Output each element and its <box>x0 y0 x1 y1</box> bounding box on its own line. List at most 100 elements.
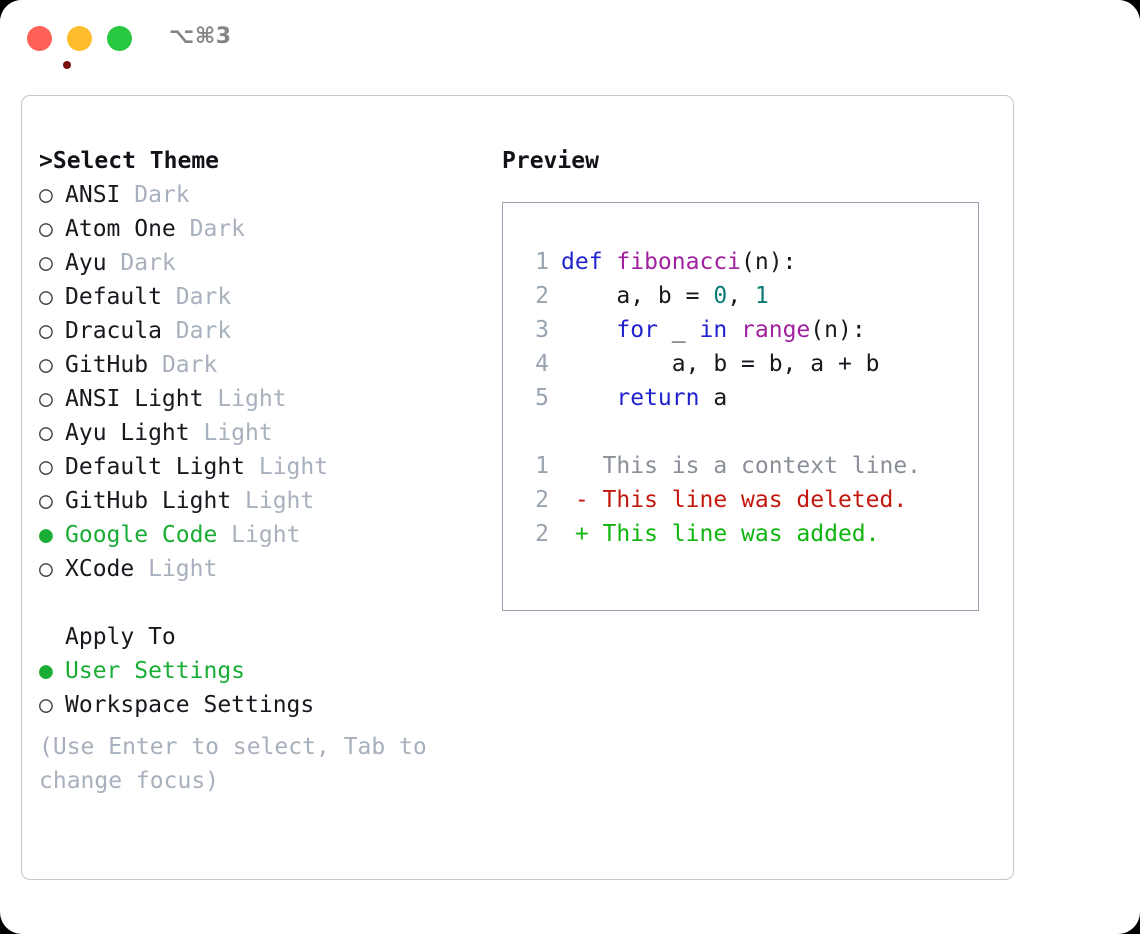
diff-line-text: + This line was added. <box>561 521 880 547</box>
theme-option-ayu-light[interactable]: ○ Ayu Light Light <box>39 416 499 450</box>
theme-variant-badge: Dark <box>161 284 232 310</box>
prompt-caret-icon: > <box>39 148 53 174</box>
diff-line-ctx: 1 This is a context line. <box>519 449 921 483</box>
radio-empty-icon: ○ <box>39 692 53 718</box>
theme-option-label: Google Code <box>65 522 218 548</box>
radio-filled-icon: ● <box>39 522 53 548</box>
radio-filled-icon: ● <box>39 658 53 684</box>
code-line-number: 1 <box>535 453 549 479</box>
code-line-number: 2 <box>535 487 549 513</box>
theme-option-label: Atom One <box>65 216 176 242</box>
theme-option-label: GitHub Light <box>65 488 232 514</box>
apply-to-option-label: Workspace Settings <box>65 692 315 718</box>
theme-variant-badge: Dark <box>148 352 218 378</box>
theme-option-dracula[interactable]: ○ Dracula Dark <box>39 314 499 348</box>
radio-empty-icon: ○ <box>39 352 53 378</box>
code-token: a, b = <box>561 283 714 309</box>
theme-option-label: ANSI Light <box>65 386 204 412</box>
code-token <box>561 317 616 343</box>
recording-indicator-dot <box>63 61 71 69</box>
code-token: , <box>727 283 755 309</box>
radio-empty-icon: ○ <box>39 556 53 582</box>
preview-heading: Preview <box>502 148 599 174</box>
theme-option-label: Ayu Light <box>65 420 190 446</box>
theme-variant-badge: Dark <box>120 182 190 208</box>
theme-variant-badge: Light <box>231 488 315 514</box>
radio-empty-icon: ○ <box>39 488 53 514</box>
radio-empty-icon: ○ <box>39 318 53 344</box>
theme-option-ansi[interactable]: ○ANSI Dark <box>39 178 499 212</box>
theme-option-google-code[interactable]: ● Google Code Light <box>39 518 499 552</box>
code-line-number: 4 <box>535 351 549 377</box>
code-token: fibonacci <box>616 249 742 275</box>
theme-picker-column: >Select Theme ○ANSI Dark○Atom One Dark○A… <box>39 144 499 722</box>
theme-option-label: Ayu <box>65 250 107 276</box>
theme-variant-badge: Light <box>134 556 218 582</box>
theme-option-github[interactable]: ○ GitHub Dark <box>39 348 499 382</box>
theme-option-atom-one[interactable]: ○Atom One Dark <box>39 212 499 246</box>
code-line: 3 for _ in range(n): <box>519 313 921 347</box>
main-panel: >Select Theme ○ANSI Dark○Atom One Dark○A… <box>21 95 1014 880</box>
theme-option-ayu[interactable]: ○ Ayu Dark <box>39 246 499 280</box>
code-token: (n): <box>741 249 797 275</box>
select-theme-title: Select Theme <box>52 148 220 174</box>
theme-variant-badge: Dark <box>106 250 176 276</box>
code-line-number: 2 <box>535 521 549 547</box>
code-token <box>727 317 741 343</box>
radio-empty-icon: ○ <box>39 386 53 412</box>
code-token: return <box>616 385 700 411</box>
code-token: _ <box>657 317 700 343</box>
theme-option-default[interactable]: ○ Default Dark <box>39 280 499 314</box>
code-token: in <box>699 317 728 343</box>
theme-variant-badge: Light <box>217 522 301 548</box>
apply-to-option-workspace-settings[interactable]: ○ Workspace Settings <box>39 688 499 722</box>
theme-variant-badge: Light <box>245 454 329 480</box>
preview-divider-space <box>519 415 921 449</box>
theme-option-default-light[interactable]: ○ Default Light Light <box>39 450 499 484</box>
theme-option-ansi-light[interactable]: ○ ANSI Light Light <box>39 382 499 416</box>
code-token: range <box>741 317 811 343</box>
code-line-number: 2 <box>535 283 549 309</box>
theme-option-label: Default <box>65 284 162 310</box>
code-line-number: 5 <box>535 385 549 411</box>
radio-empty-icon: ○ <box>39 284 53 310</box>
theme-variant-badge: Dark <box>161 318 232 344</box>
diff-line-add: 2 + This line was added. <box>519 517 921 551</box>
theme-variant-badge: Light <box>203 386 287 412</box>
code-line: 4 a, b = b, a + b <box>519 347 921 381</box>
code-line-number: 3 <box>535 317 549 343</box>
radio-empty-icon: ○ <box>39 454 53 480</box>
code-token: for <box>616 317 658 343</box>
minimize-button[interactable] <box>67 26 92 51</box>
keyboard-shortcut-label: ⌥⌘3 <box>169 24 232 49</box>
code-token: 0 <box>713 283 728 309</box>
theme-option-xcode[interactable]: ○ XCode Light <box>39 552 499 586</box>
code-line: 2 a, b = 0, 1 <box>519 279 921 313</box>
code-line-number: 1 <box>535 249 549 275</box>
close-button[interactable] <box>27 26 71 69</box>
title-bar: ⌥⌘3 <box>0 0 1140 78</box>
code-token: a <box>699 385 728 411</box>
theme-option-label: GitHub <box>65 352 149 378</box>
maximize-button[interactable] <box>107 26 132 51</box>
radio-empty-icon: ○ <box>39 420 53 446</box>
select-theme-heading: >Select Theme <box>39 144 499 178</box>
keyboard-hint-text: (Use Enter to select, Tab to change focu… <box>39 734 441 794</box>
code-line: 5 return a <box>519 381 921 415</box>
diff-line-text: - This line was deleted. <box>561 487 908 513</box>
list-spacer <box>39 586 499 620</box>
radio-empty-icon: ○ <box>39 250 53 276</box>
theme-option-label: Dracula <box>65 318 162 344</box>
theme-variant-badge: Light <box>189 420 273 446</box>
theme-option-label: XCode <box>65 556 135 582</box>
theme-option-label: Default Light <box>65 454 246 480</box>
theme-variant-badge: Dark <box>175 216 246 242</box>
apply-to-option-user-settings[interactable]: ●User Settings <box>39 654 499 688</box>
apply-to-heading: Apply To <box>65 624 176 650</box>
theme-option-github-light[interactable]: ○ GitHub Light Light <box>39 484 499 518</box>
code-token: a, b = b, a + b <box>561 351 880 377</box>
